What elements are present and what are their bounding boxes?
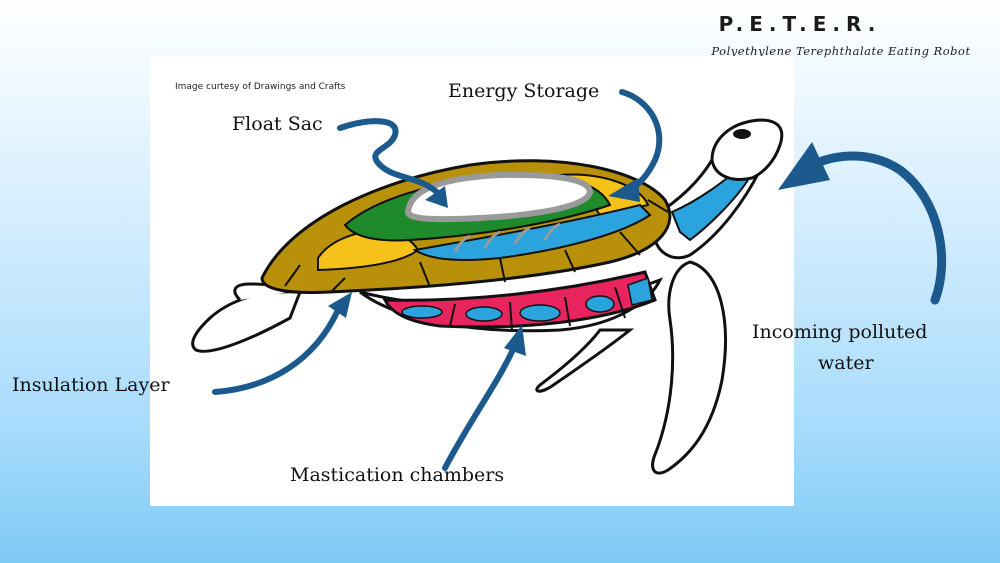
image-credit: Image curtesy of Drawings and Crafts: [175, 82, 346, 92]
back-flipper: [191, 290, 303, 353]
float-sac-arrow: [337, 118, 443, 198]
chamber-blue-2: [465, 306, 503, 322]
energy-storage-arrow: [619, 89, 663, 193]
front-flipper-left: [535, 328, 635, 393]
float-sac-arrowhead: [425, 186, 448, 208]
incoming-water-arrowhead: [778, 142, 830, 190]
mastication-chambers-arrowhead: [504, 325, 526, 356]
shell-blue-channel: [412, 203, 652, 261]
page-title: P.E.T.E.R.: [718, 12, 882, 36]
chamber-blue-3: [519, 304, 561, 322]
turtle-eye: [733, 129, 751, 139]
incoming-water-arrow: [795, 151, 947, 305]
chamber-blue-5: [627, 277, 653, 306]
incoming-water-label-line1: Incoming polluted: [752, 321, 928, 343]
mastication-chambers-arrow: [442, 342, 518, 471]
insulation-layer-label: Insulation Layer: [12, 374, 170, 396]
chamber-blue-1: [401, 305, 443, 319]
insulation-layer-arrowhead: [328, 292, 352, 318]
float-sac: [404, 171, 594, 223]
incoming-water-label-line2: water: [818, 352, 874, 374]
front-flipper-right: [651, 260, 727, 475]
insulation-layer-arrow: [212, 307, 341, 395]
mastication-chambers-label: Mastication chambers: [290, 464, 505, 486]
float-sac-label: Float Sac: [232, 113, 323, 135]
turtle-head: [710, 118, 784, 181]
chamber-blue-4: [585, 295, 615, 313]
energy-storage-arrowhead: [608, 178, 640, 202]
energy-storage-label: Energy Storage: [448, 80, 600, 102]
page-subtitle: Polyethylene Terephthalate Eating Robot: [711, 44, 971, 58]
